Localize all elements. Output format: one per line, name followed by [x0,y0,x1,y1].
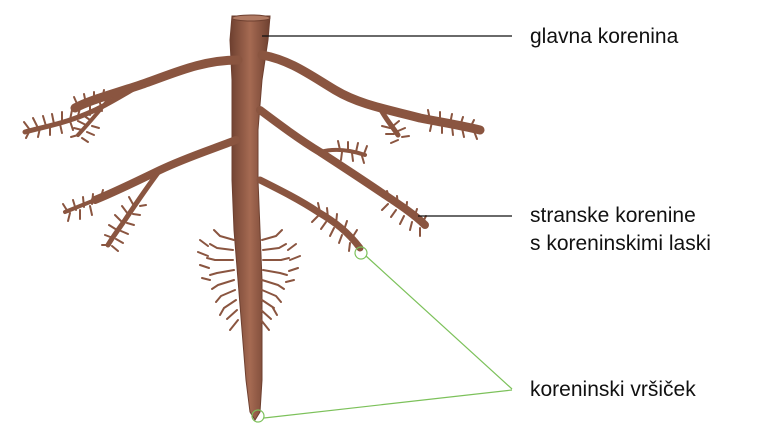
leader-line-root-tip-lower [264,390,512,418]
labels: glavna korenina stranske korenine s kore… [530,25,711,401]
leader-line-root-tip-upper [366,256,512,389]
lateral-root [95,140,236,200]
lateral-root [262,55,480,130]
label-main-root: glavna korenina [530,25,679,48]
lateral-root [75,60,238,108]
root-hair-cluster [198,230,238,330]
main-root-shape [230,16,270,420]
root-hair-tuft [382,191,426,236]
lateral-root [260,110,425,225]
label-root-tip: koreninski vršiček [530,378,696,401]
main-root-cut [232,15,270,21]
leader-lines [262,36,512,418]
label-lateral-roots-line2: s koreninskimi laski [530,232,711,255]
lateral-root [260,180,360,248]
root-hair-tuft [63,190,103,221]
root-illustration [24,15,480,422]
root-hair-cluster [261,230,300,330]
label-lateral-roots-line1: stranske korenine [530,204,696,227]
